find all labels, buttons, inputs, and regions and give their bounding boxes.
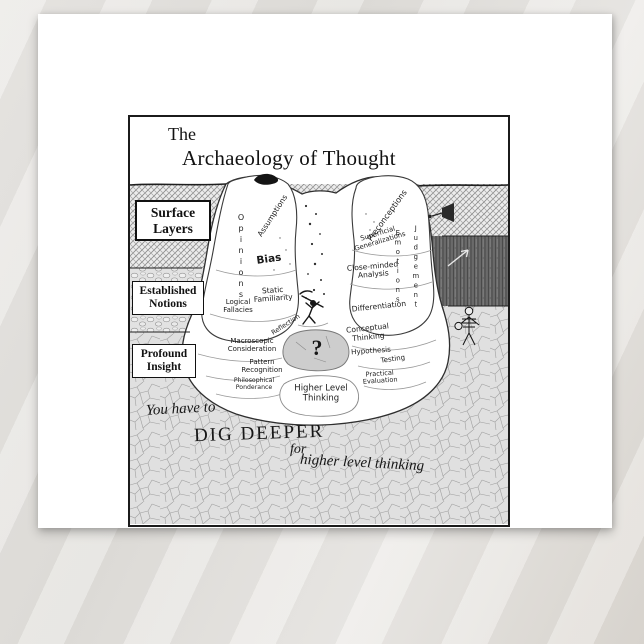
label-emotions: Emotions <box>393 229 402 305</box>
debris-dots <box>304 204 325 299</box>
label-judgement: Judgement <box>411 224 420 310</box>
dirt-pile-icon <box>254 173 279 185</box>
surface-line <box>130 183 508 333</box>
label-opinions: Opinions <box>236 213 246 301</box>
postcard: The Archaeology of Thought Surface Layer… <box>38 14 612 528</box>
diagram-frame: The Archaeology of Thought Surface Layer… <box>128 115 510 527</box>
stratum-label-established-notions: Established Notions <box>132 281 204 316</box>
stratum-label-profound-insight: Profound Insight <box>132 344 196 379</box>
caption-for: for <box>290 442 307 457</box>
title-line2: Archaeology of Thought <box>182 146 396 170</box>
label-higher-level-thinking: Higher Level Thinking <box>294 383 348 403</box>
terrace-lines <box>197 249 437 399</box>
stipple-dots <box>273 213 375 271</box>
caption-you-have-to: You have to <box>145 399 216 419</box>
title-line1: The <box>168 124 196 144</box>
label-macroscopic-consideration: Macroscopic Consideration <box>227 337 277 353</box>
arrow-icon <box>447 249 469 267</box>
higher-level-blob <box>279 375 359 417</box>
right-mound <box>349 175 435 336</box>
question-mark: ? <box>311 335 323 360</box>
dig-illustration <box>130 173 508 524</box>
skeleton-icon <box>454 306 480 346</box>
label-logical-fallacies: Logical Fallacies <box>223 298 253 314</box>
unexcavated-rock <box>282 329 350 372</box>
digger-icon <box>299 290 324 325</box>
horn-icon <box>428 203 454 222</box>
label-pattern-recognition: Pattern Recognition <box>241 358 283 374</box>
stratum-label-surface-layers: Surface Layers <box>135 200 211 242</box>
label-philosophical-ponderance: Philosophical Ponderance <box>233 377 275 391</box>
